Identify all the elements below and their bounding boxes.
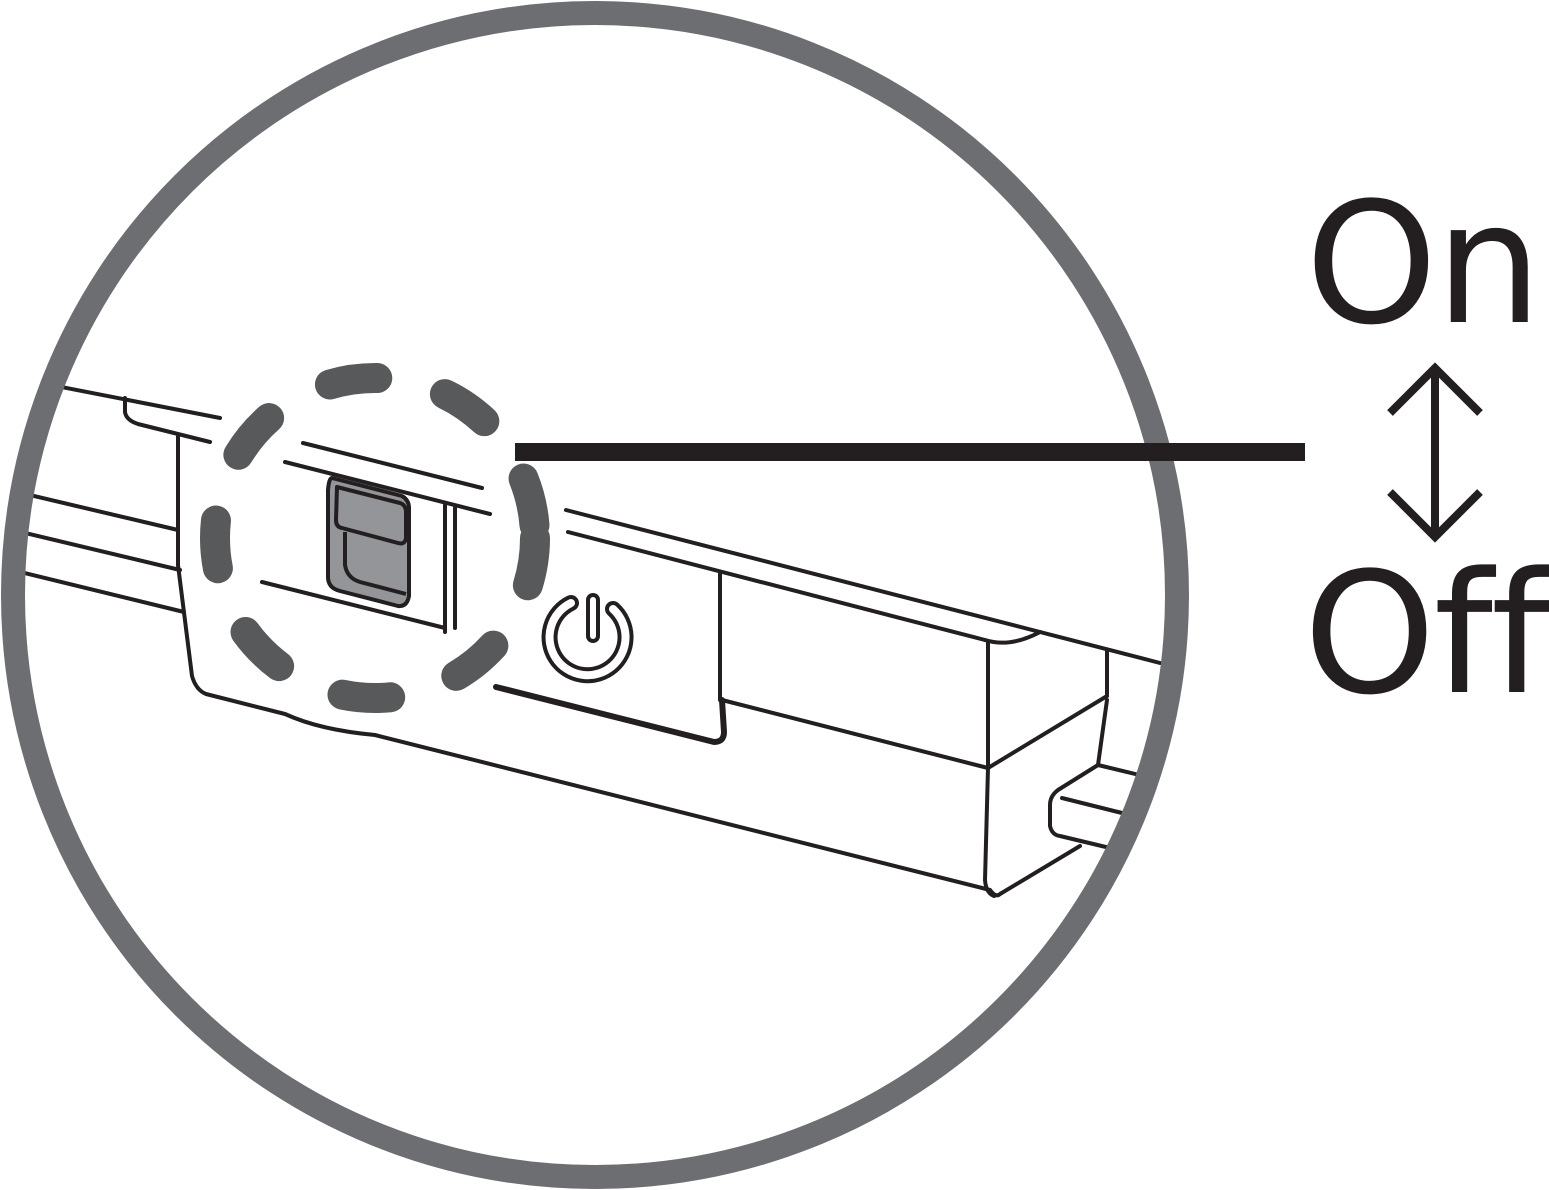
slide-switch [326,476,411,609]
switch-highlight-ring [200,363,550,713]
magnifier-ring [1,1,1189,1189]
device-illustration [13,373,1162,898]
power-icon [541,593,634,684]
double-arrow-up-down-icon [1387,362,1483,543]
off-label: Off [1303,536,1549,732]
on-label: On [1305,166,1540,362]
